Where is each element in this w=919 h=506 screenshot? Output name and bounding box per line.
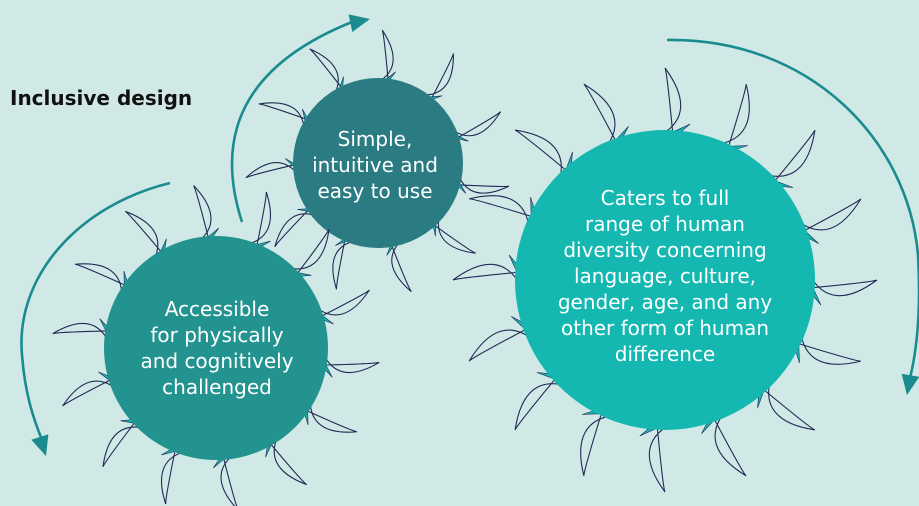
accessible-gear: [52, 185, 380, 506]
petal-outline: [193, 185, 212, 245]
accessible-line-4: challenged: [162, 375, 272, 399]
caters-line-5: gender, age, and any: [557, 290, 773, 314]
caters-gear: [452, 67, 878, 493]
petal-outline: [514, 129, 570, 183]
accessible-line-2: for physically: [150, 323, 284, 347]
petal-outline: [62, 377, 120, 407]
petal-outline: [583, 83, 618, 150]
petal-outline: [714, 84, 750, 151]
petal-outline: [74, 263, 130, 300]
arrow-top: [230, 14, 370, 223]
simple-gear: [245, 29, 510, 293]
simple-circle: [293, 78, 463, 248]
petal-outline: [454, 170, 510, 194]
diagram-title: Inclusive design: [10, 86, 193, 110]
petal-outline: [448, 111, 502, 141]
caters-line-6: other form of human: [560, 316, 770, 340]
arrowhead: [901, 373, 919, 395]
petal-outline: [242, 191, 271, 250]
caters-circle-text: Caters to full range of human diversity …: [540, 166, 790, 386]
petal-outline: [258, 102, 311, 134]
caters-line-2: range of human: [585, 212, 745, 236]
petal-outline: [320, 351, 380, 374]
caters-circle: [515, 130, 815, 430]
simple-line-3: easy to use: [317, 179, 433, 203]
petal-outline: [124, 210, 165, 264]
petal-outline: [52, 322, 112, 345]
arrows-layer: [20, 14, 919, 456]
petal-outline: [245, 162, 301, 179]
petal-outline: [658, 67, 682, 137]
petal-outline: [808, 273, 878, 297]
accessible-circle: [104, 236, 328, 460]
petal-outline: [309, 48, 345, 99]
petal-outline: [417, 53, 454, 103]
petal-outline: [452, 263, 522, 287]
caters-line-7: difference: [614, 342, 716, 366]
petal-outline: [274, 206, 321, 248]
simple-line-2: intuitive and: [312, 153, 438, 177]
arrowhead: [31, 434, 49, 456]
simple-circle-text: Simple, intuitive and easy to use: [300, 110, 450, 220]
petal-outline: [284, 228, 330, 278]
petal-outline: [389, 237, 412, 293]
arrow-left: [20, 181, 171, 456]
petal-outline: [161, 446, 190, 505]
petal-outline: [712, 410, 747, 477]
petal-outline: [580, 409, 616, 476]
arrowhead: [348, 14, 370, 32]
gears-layer: [52, 29, 878, 506]
petal-outline: [220, 451, 238, 506]
petal-outline: [374, 29, 394, 85]
accessible-circle-text: Accessible for physically and cognitivel…: [127, 282, 307, 414]
petal-outline: [267, 432, 308, 486]
petal-outline: [102, 418, 148, 468]
petal-outline: [430, 212, 476, 254]
caters-line-3: diversity concerning: [563, 238, 767, 262]
petal-outline: [795, 198, 862, 233]
petal-outline: [762, 129, 816, 185]
petal-outline: [312, 289, 370, 319]
accessible-line-3: and cognitively: [140, 349, 294, 373]
simple-line-1: Simple,: [337, 127, 413, 151]
petal-outline: [302, 396, 358, 433]
caters-line-4: language, culture,: [573, 264, 757, 288]
petal-outline: [794, 329, 861, 365]
petal-outline: [468, 327, 535, 362]
petal-outline: [760, 377, 816, 431]
caters-line-1: Caters to full: [600, 186, 730, 210]
accessible-line-1: Accessible: [164, 297, 270, 321]
petal-outline: [469, 195, 536, 231]
petal-outline: [514, 375, 568, 431]
petal-outline: [332, 235, 360, 290]
arrow-right: [666, 38, 919, 395]
petal-outline: [648, 423, 672, 493]
